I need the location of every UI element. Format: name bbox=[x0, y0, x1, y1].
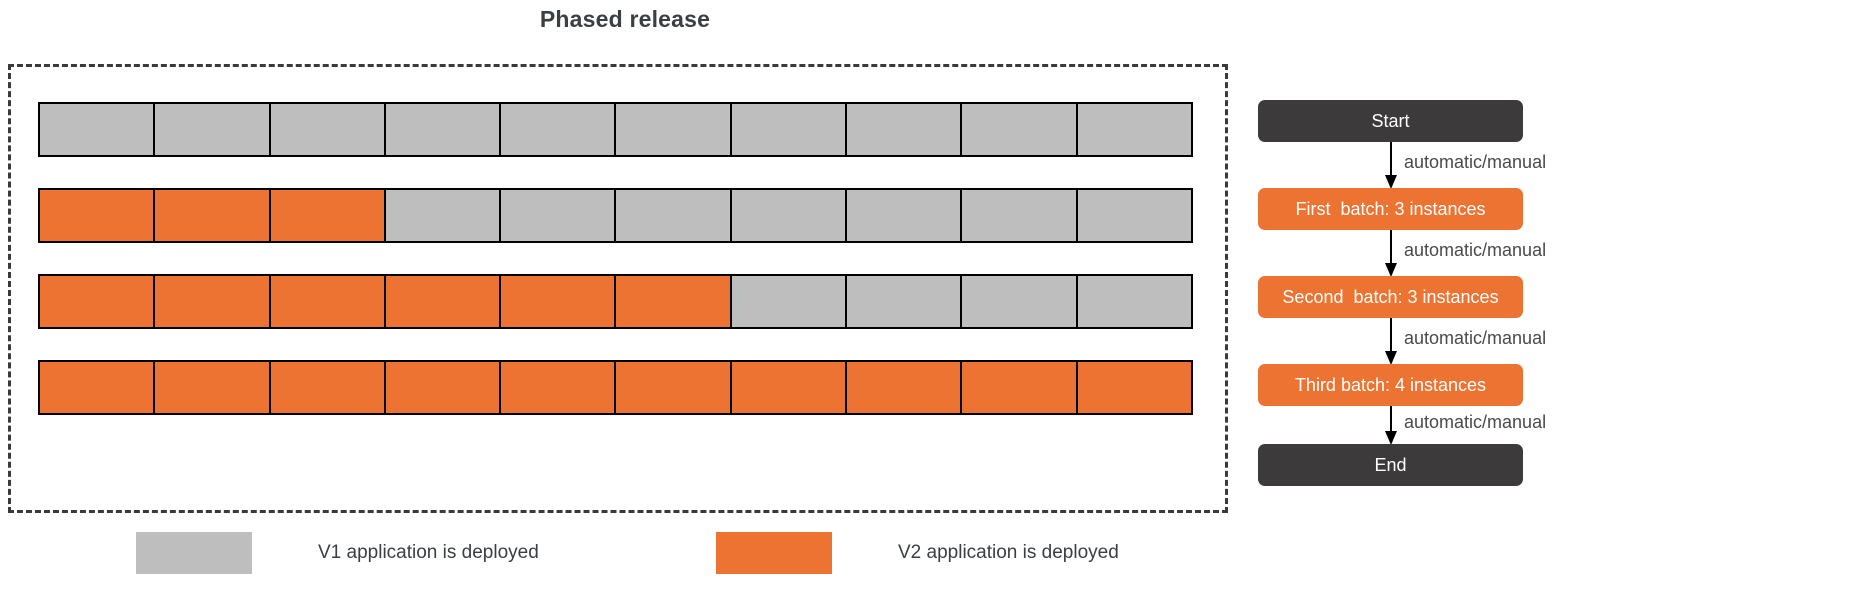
instance-cell bbox=[384, 102, 501, 157]
instance-cell bbox=[730, 188, 847, 243]
edge-label-first-to-second: automatic/manual bbox=[1404, 240, 1547, 260]
grid-row-4 bbox=[38, 360, 1193, 415]
instance-cell bbox=[269, 188, 385, 243]
instance-cell bbox=[846, 188, 962, 243]
instance-cell bbox=[846, 274, 962, 329]
instance-cell bbox=[961, 274, 1077, 329]
instance-cell bbox=[269, 360, 385, 415]
grid-row-3 bbox=[38, 274, 1193, 329]
edge-label-third-to-end: automatic/manual bbox=[1404, 412, 1547, 432]
flow-arrow-icon bbox=[1383, 318, 1399, 366]
instance-cell bbox=[269, 102, 385, 157]
instance-cell bbox=[730, 274, 847, 329]
instance-cell bbox=[38, 102, 155, 157]
grid-row-2 bbox=[38, 188, 1193, 243]
instance-cell bbox=[961, 360, 1077, 415]
legend-label-v2: V2 application is deployed bbox=[898, 542, 1119, 563]
legend-label-v1: V1 application is deployed bbox=[318, 542, 539, 563]
legend: V1 application is deployed V2 applicatio… bbox=[0, 530, 1240, 584]
instance-cell bbox=[269, 274, 385, 329]
instance-cell bbox=[38, 188, 155, 243]
instance-cell bbox=[1076, 102, 1193, 157]
instance-cell bbox=[38, 360, 155, 415]
flow-arrow-icon bbox=[1383, 406, 1399, 446]
instance-cell bbox=[615, 188, 731, 243]
edge-label-start-to-first: automatic/manual bbox=[1404, 152, 1547, 172]
instance-cell bbox=[500, 102, 616, 157]
instance-cell bbox=[500, 274, 616, 329]
instance-cell bbox=[154, 102, 270, 157]
flow-node-end: End bbox=[1258, 444, 1523, 486]
instance-cell bbox=[384, 274, 501, 329]
flowchart: Start automatic/manual First batch: 3 in… bbox=[1258, 100, 1844, 500]
instance-cell bbox=[615, 360, 731, 415]
instance-cell bbox=[500, 360, 616, 415]
instance-cell bbox=[38, 274, 155, 329]
instance-cell bbox=[384, 188, 501, 243]
instance-cell bbox=[961, 188, 1077, 243]
instance-cell bbox=[154, 188, 270, 243]
page-title: Phased release bbox=[539, 6, 711, 32]
instance-cell bbox=[1076, 188, 1193, 243]
instance-cell bbox=[615, 274, 731, 329]
flow-arrow-icon bbox=[1383, 230, 1399, 278]
legend-swatch-v1-icon bbox=[136, 532, 252, 574]
deployment-panel bbox=[8, 64, 1228, 513]
instance-cell bbox=[961, 102, 1077, 157]
flow-node-second-batch: Second batch: 3 instances bbox=[1258, 276, 1523, 318]
instance-grid bbox=[38, 102, 1193, 415]
instance-cell bbox=[730, 360, 847, 415]
instance-cell bbox=[846, 360, 962, 415]
flow-arrow-icon bbox=[1383, 142, 1399, 190]
instance-cell bbox=[1076, 360, 1193, 415]
flow-node-first-batch: First batch: 3 instances bbox=[1258, 188, 1523, 230]
instance-cell bbox=[500, 188, 616, 243]
legend-item-v2: V2 application is deployed bbox=[716, 530, 1119, 576]
instance-cell bbox=[615, 102, 731, 157]
instance-cell bbox=[846, 102, 962, 157]
instance-cell bbox=[730, 102, 847, 157]
instance-cell bbox=[154, 274, 270, 329]
grid-row-1 bbox=[38, 102, 1193, 157]
flow-node-third-batch: Third batch: 4 instances bbox=[1258, 364, 1523, 406]
instance-cell bbox=[1076, 274, 1193, 329]
legend-item-v1: V1 application is deployed bbox=[136, 530, 539, 576]
edge-label-second-to-third: automatic/manual bbox=[1404, 328, 1547, 348]
legend-swatch-v2-icon bbox=[716, 532, 832, 574]
instance-cell bbox=[154, 360, 270, 415]
instance-cell bbox=[384, 360, 501, 415]
flow-node-start: Start bbox=[1258, 100, 1523, 142]
